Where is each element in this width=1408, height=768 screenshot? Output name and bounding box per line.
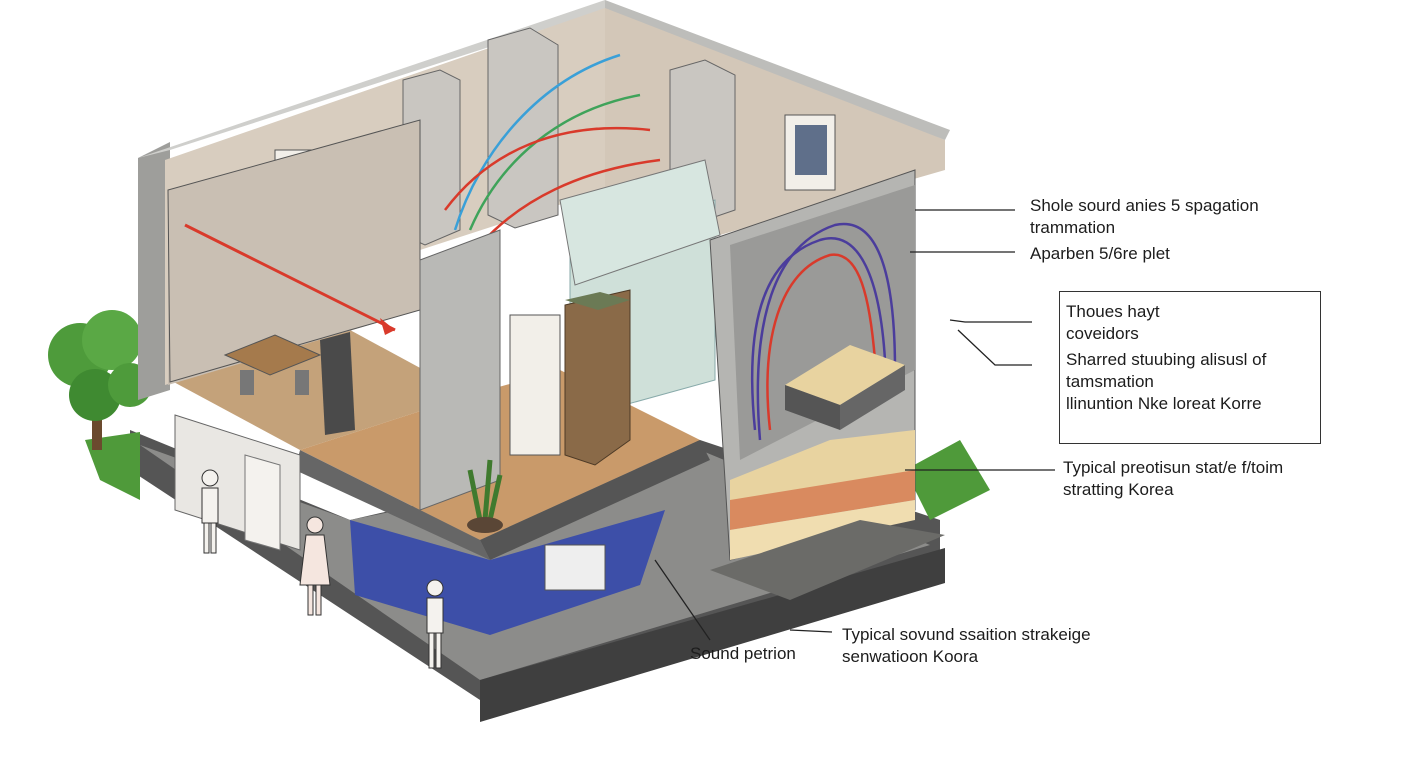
sound-arrow-red xyxy=(184,223,396,332)
sound-arcs-upper xyxy=(444,53,661,246)
dining-table xyxy=(223,334,322,376)
left-room xyxy=(168,120,420,385)
label-typical-sound: Typical sovund ssaition strakeige senwat… xyxy=(842,625,1091,666)
appliance-tower xyxy=(320,332,355,435)
box-label-2: Sharred stuubing alisusl of tamsmation xyxy=(1066,350,1267,391)
sound-arcs-right xyxy=(750,222,897,441)
grass-right xyxy=(905,440,990,520)
layer-sand xyxy=(730,500,915,560)
cabinet-2 xyxy=(487,27,559,229)
box-label-1: Thoues hayt coveidors xyxy=(1066,302,1160,343)
person-3 xyxy=(426,579,444,669)
layer-clay xyxy=(730,470,915,530)
label-typical-floor: Typical preotisun stat/e f/toim strattin… xyxy=(1063,458,1284,499)
shelf-unit xyxy=(564,289,631,466)
bathroom xyxy=(559,159,721,286)
tank xyxy=(544,544,606,591)
box-label-3: llinuntion Nke loreat Korre xyxy=(1066,394,1262,413)
left-outer-wall xyxy=(138,142,170,400)
potted-plant xyxy=(467,459,503,533)
center-doorway xyxy=(509,314,561,456)
person-1 xyxy=(201,469,219,554)
tree xyxy=(48,310,152,450)
gravel-base xyxy=(710,520,945,600)
person-2 xyxy=(299,516,331,616)
callout-box: Thoues hayt coveidors Sharred stuubing a… xyxy=(1059,291,1321,444)
gravel-block xyxy=(785,345,905,405)
lower-storage xyxy=(244,454,281,551)
label-sound-paths: Shole sourd anies 5 spagation trammation xyxy=(1030,196,1259,237)
label-floor-plate: Aparben 5/6re plet xyxy=(1030,244,1170,263)
leader-lines xyxy=(654,209,1055,641)
label-sound-petrion: Sound petrion xyxy=(690,644,796,663)
